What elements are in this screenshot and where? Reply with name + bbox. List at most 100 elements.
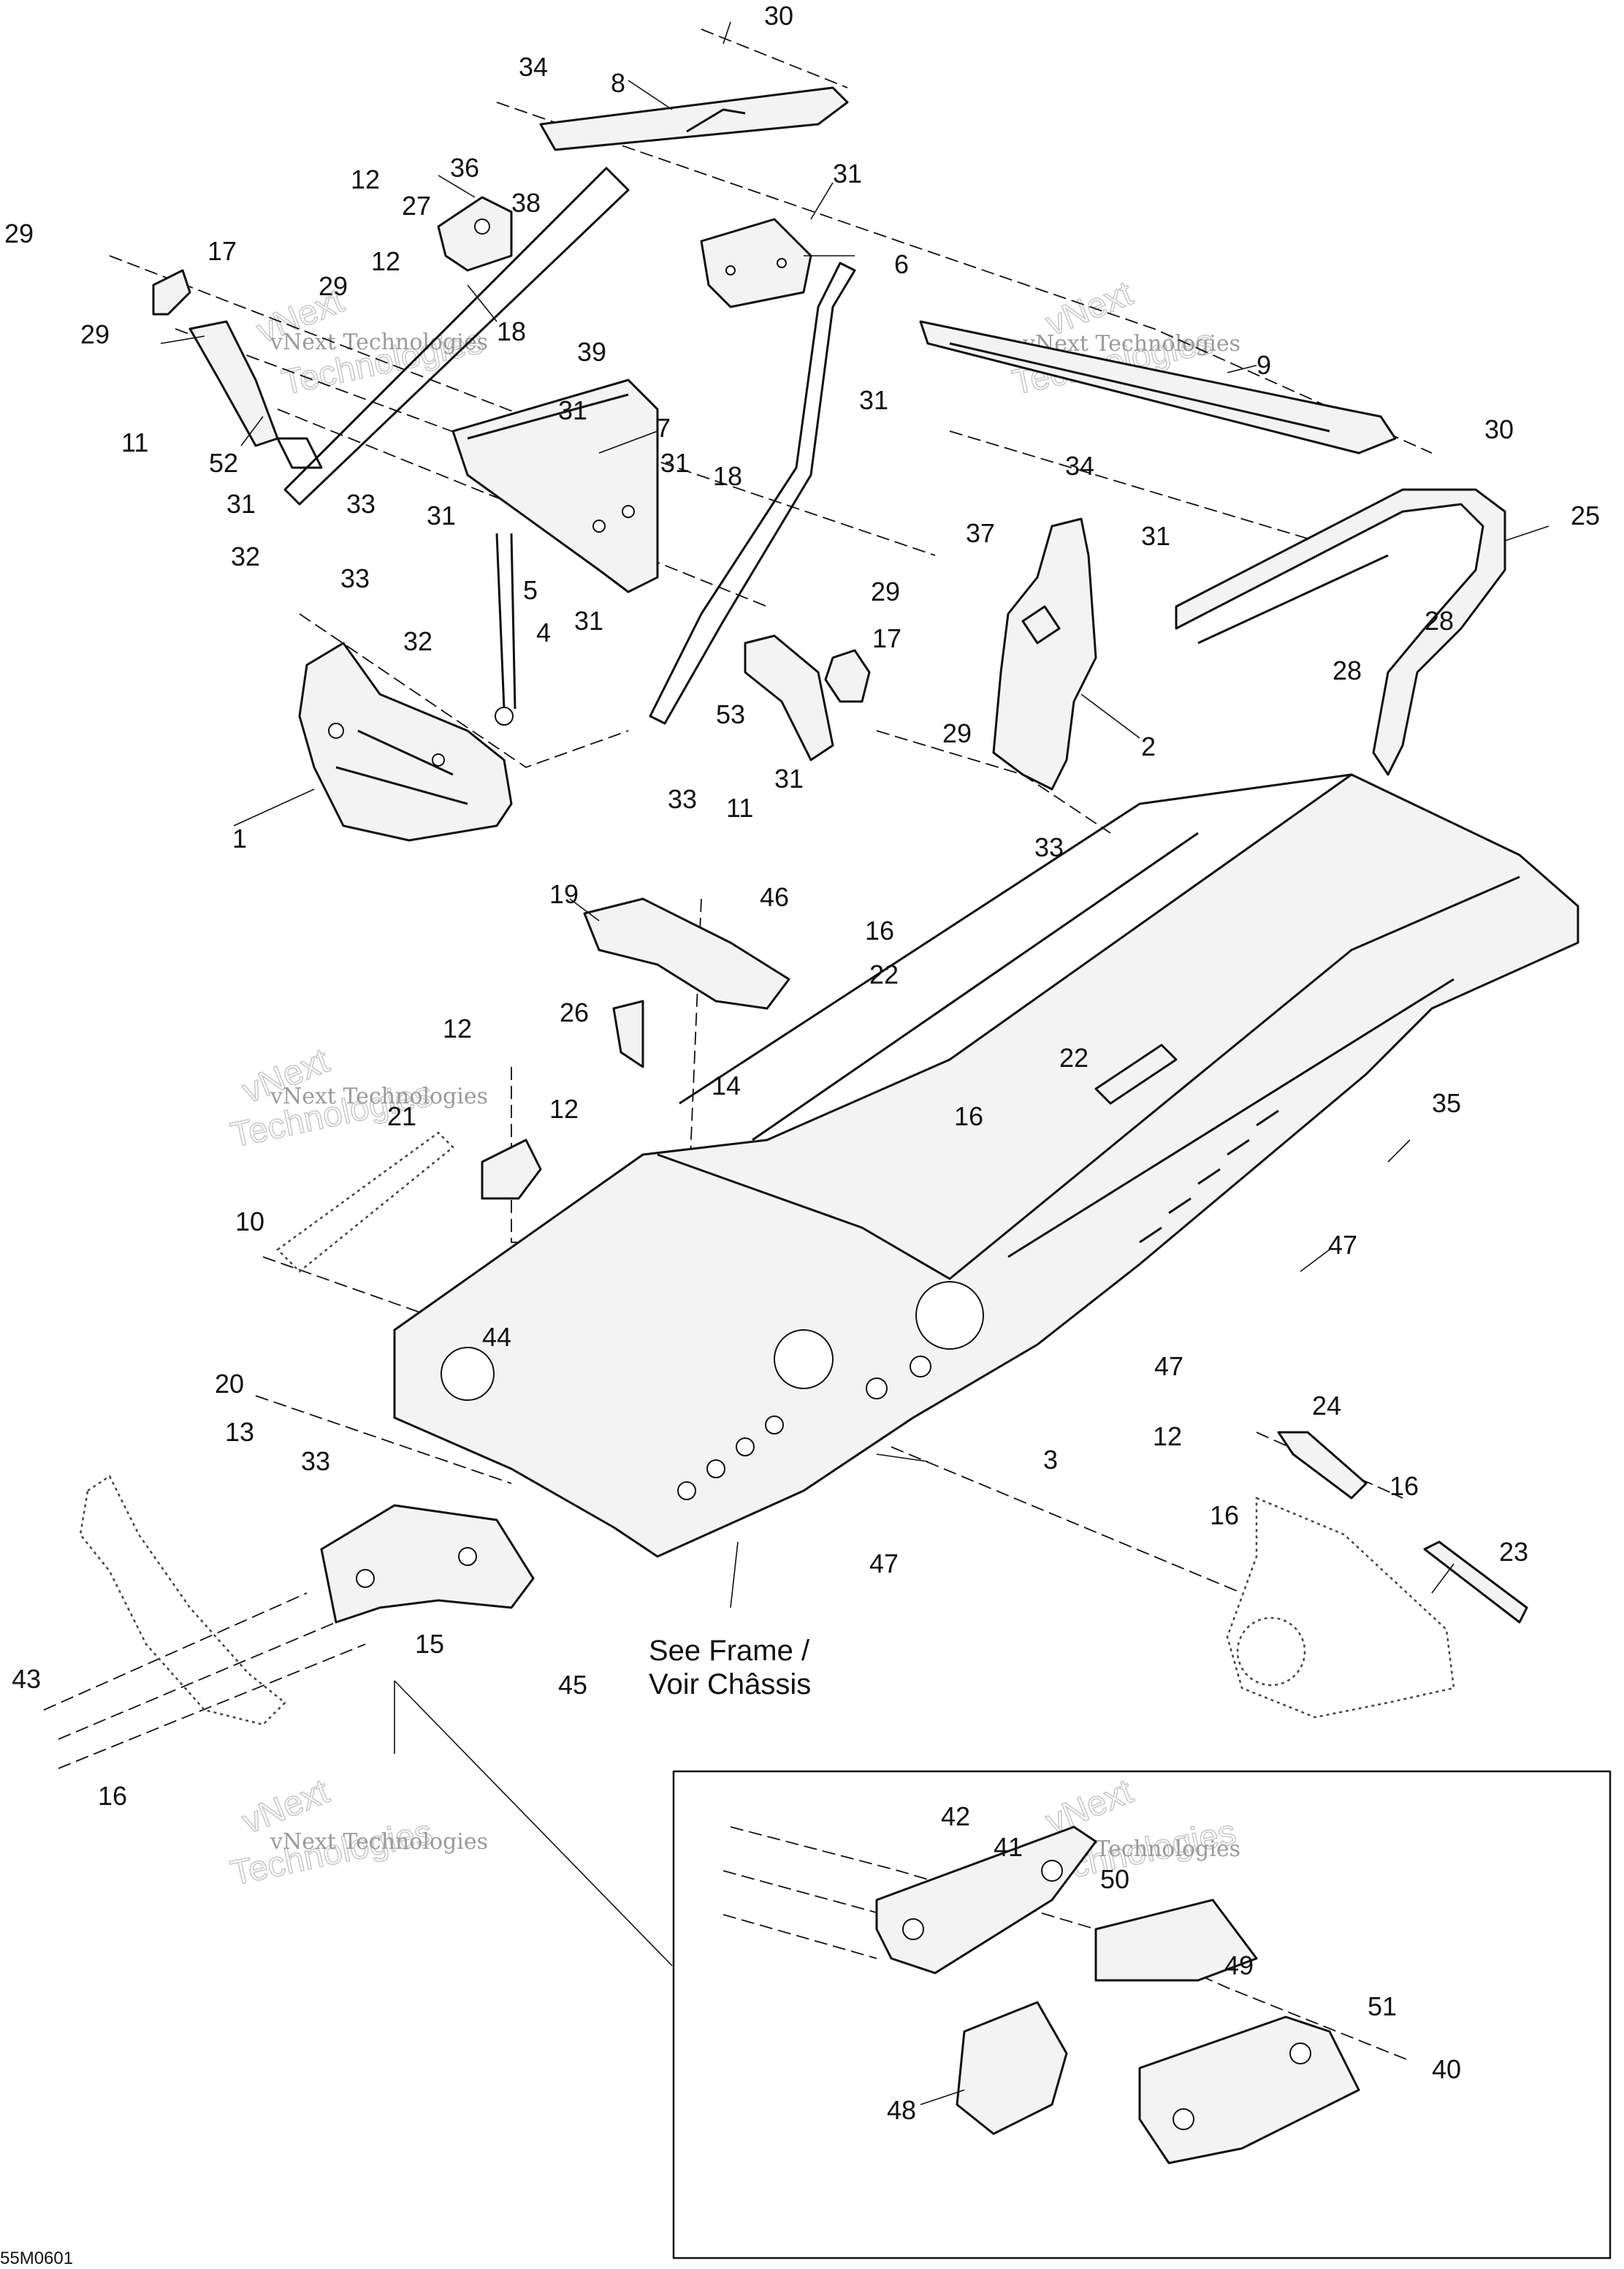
- callout-51: 51: [1368, 1991, 1397, 2021]
- callout-43: 43: [12, 1664, 41, 1694]
- callout-31: 31: [660, 448, 690, 478]
- callout-16: 16: [865, 916, 894, 946]
- callout-33: 33: [1034, 832, 1064, 862]
- callout-11: 11: [726, 793, 753, 823]
- steering-support-bar-8: [539, 86, 849, 151]
- callout-12: 12: [1153, 1421, 1182, 1451]
- callout-7: 7: [656, 413, 671, 443]
- callout-27: 27: [402, 191, 431, 221]
- callout-31: 31: [427, 501, 456, 531]
- support-plate-27: [437, 196, 513, 272]
- callout-34: 34: [1065, 451, 1094, 481]
- callout-16: 16: [954, 1101, 983, 1131]
- callout-22: 22: [869, 959, 899, 989]
- bracket-21: [481, 1139, 542, 1200]
- bracket-53: [744, 634, 834, 761]
- callout-39: 39: [577, 337, 606, 367]
- callout-16: 16: [1389, 1471, 1419, 1501]
- callout-42: 42: [941, 1801, 970, 1831]
- front-bumper-1: [298, 642, 513, 842]
- callout-45: 45: [558, 1670, 587, 1700]
- bracket-52: [188, 320, 279, 447]
- callout-31: 31: [1141, 521, 1170, 551]
- detail-inset: [394, 1680, 1612, 2260]
- callout-31: 31: [774, 764, 804, 794]
- strip-23: [1423, 1540, 1528, 1624]
- callout-12: 12: [371, 246, 400, 276]
- see-frame-note: See Frame /: [649, 1635, 810, 1667]
- callout-12: 12: [351, 164, 380, 194]
- callout-2: 2: [1141, 731, 1156, 761]
- callout-23: 23: [1499, 1537, 1528, 1567]
- callout-33: 33: [668, 784, 697, 814]
- callout-12: 12: [443, 1014, 472, 1044]
- callout-38: 38: [511, 188, 541, 218]
- rear-tube-9: [919, 320, 1397, 455]
- callout-29: 29: [4, 218, 34, 248]
- callout-40: 40: [1432, 2054, 1461, 2084]
- callout-31: 31: [833, 159, 862, 189]
- bracket-17-right: [824, 649, 871, 703]
- callout-31: 31: [574, 606, 603, 636]
- drawing-code: 55M0601: [0, 2249, 73, 2268]
- callout-28: 28: [1333, 655, 1362, 685]
- shock-rod-4: [495, 533, 516, 726]
- callout-32: 32: [403, 626, 432, 656]
- callout-37: 37: [966, 518, 995, 548]
- rear-plate-ghost: [1226, 1497, 1455, 1719]
- callout-14: 14: [712, 1071, 741, 1101]
- callout-47: 47: [1328, 1230, 1357, 1260]
- callout-36: 36: [450, 153, 479, 183]
- callout-30: 30: [1484, 414, 1514, 444]
- callout-24: 24: [1312, 1391, 1341, 1421]
- callout-31: 31: [226, 489, 256, 519]
- steering-column-bracket-6: [700, 218, 812, 308]
- callout-32: 32: [231, 541, 260, 571]
- callout-12: 12: [549, 1094, 579, 1124]
- callout-1: 1: [232, 824, 247, 854]
- gusset-26: [612, 1000, 644, 1068]
- callout-21: 21: [387, 1101, 416, 1131]
- callout-19: 19: [549, 879, 579, 909]
- main-tunnel-chassis: [393, 773, 1579, 1558]
- callout-52: 52: [209, 448, 238, 478]
- callout-33: 33: [340, 563, 370, 593]
- callout-5: 5: [523, 575, 538, 605]
- watermark-text: vNext Technologies: [270, 1084, 488, 1109]
- callout-53: 53: [716, 699, 745, 729]
- callout-28: 28: [1425, 606, 1454, 636]
- callout-18: 18: [713, 461, 742, 491]
- callout-25: 25: [1571, 501, 1600, 531]
- callout-17: 17: [872, 623, 901, 653]
- callout-34: 34: [519, 52, 548, 82]
- callout-18: 18: [497, 316, 526, 346]
- callout-16: 16: [98, 1781, 127, 1811]
- rear-bumper-25: [1175, 488, 1506, 776]
- callout-41: 41: [994, 1832, 1023, 1862]
- callout-29: 29: [942, 718, 972, 748]
- callout-11: 11: [121, 427, 148, 457]
- callout-29: 29: [80, 319, 110, 349]
- callout-16: 16: [1210, 1500, 1239, 1530]
- front-subframe-module: [320, 1504, 535, 1624]
- callout-22: 22: [1059, 1043, 1089, 1073]
- callout-15: 15: [415, 1629, 444, 1659]
- front-subframe-ghost: [79, 1475, 286, 1726]
- callout-29: 29: [871, 577, 900, 607]
- leader-lines: [160, 21, 1549, 2105]
- callout-13: 13: [225, 1417, 254, 1447]
- callout-4: 4: [536, 617, 551, 647]
- callout-31: 31: [859, 385, 888, 415]
- bracket-24: [1277, 1431, 1368, 1500]
- callout-35: 35: [1432, 1088, 1461, 1118]
- front-tube-18-right: [649, 262, 856, 725]
- callout-47: 47: [869, 1548, 899, 1578]
- front-tube-18-left: [276, 167, 630, 506]
- callout-20: 20: [215, 1369, 244, 1399]
- callout-48: 48: [887, 2095, 916, 2125]
- callout-8: 8: [611, 68, 625, 98]
- callout-33: 33: [346, 489, 375, 519]
- callout-10: 10: [235, 1206, 264, 1236]
- callout-31: 31: [558, 395, 587, 425]
